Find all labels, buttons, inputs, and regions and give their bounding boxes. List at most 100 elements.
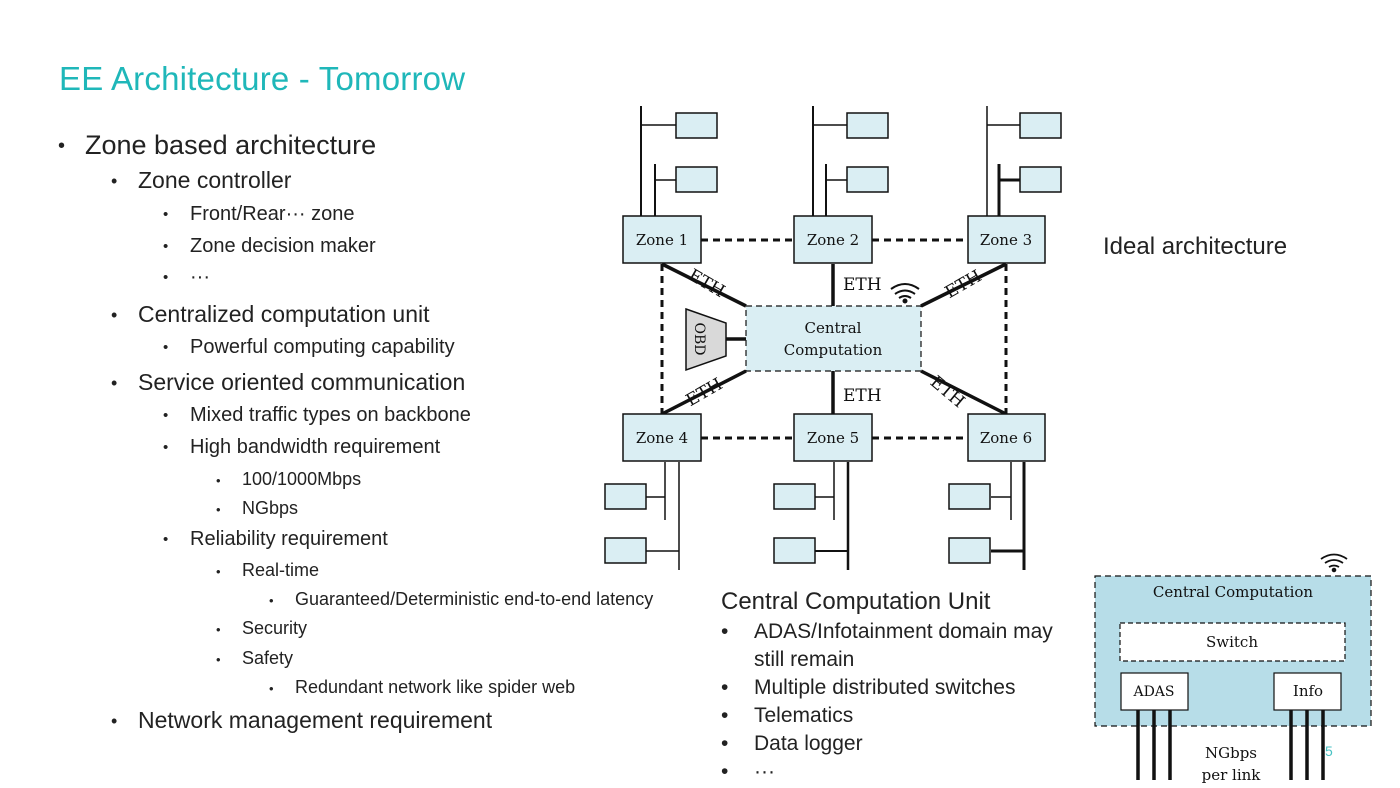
bullet-dot: • bbox=[721, 676, 729, 699]
obd-connector bbox=[685, 307, 727, 372]
zone-5-box bbox=[793, 413, 873, 462]
ccu-bullet-text: ··· bbox=[754, 760, 775, 783]
eth-label: ETH bbox=[683, 374, 726, 411]
zone-5-label: Zone 5 bbox=[807, 429, 859, 447]
ecu-box bbox=[948, 483, 991, 510]
bullet-dot: • bbox=[163, 206, 169, 224]
bullet-text: Zone decision maker bbox=[190, 235, 376, 257]
bullet-dot: • bbox=[269, 680, 274, 696]
central-label-line2: Computation bbox=[784, 341, 883, 359]
obd-label: OBD bbox=[691, 323, 707, 356]
zone-2-label: Zone 2 bbox=[807, 231, 859, 249]
bullet-dot: • bbox=[111, 171, 118, 192]
zone-1-box bbox=[622, 215, 702, 264]
ecu-box bbox=[675, 166, 718, 193]
bullet-item: • Redundant network like spider web bbox=[269, 677, 575, 698]
bullet-dot: • bbox=[216, 621, 221, 637]
eth-label: ETH bbox=[942, 266, 985, 303]
bullet-text: Front/Rear··· zone bbox=[190, 203, 355, 225]
bullet-item: •Mixed traffic types on backbone bbox=[163, 404, 471, 427]
ecu-box bbox=[604, 483, 647, 510]
ccu-section: Central Computation Unit bbox=[721, 588, 990, 616]
bullet-dot: • bbox=[111, 711, 118, 732]
ecu-box bbox=[846, 112, 889, 139]
zone-3-label: Zone 3 bbox=[980, 231, 1032, 249]
bullet-text: Redundant network like spider web bbox=[295, 677, 576, 697]
zone-2-box bbox=[793, 215, 873, 264]
ecu-box bbox=[846, 166, 889, 193]
bullet-dot: • bbox=[163, 269, 169, 287]
wifi-icon bbox=[890, 283, 920, 304]
zone-4-box bbox=[622, 413, 702, 462]
bullet-item: • High bandwidth requirement bbox=[163, 436, 440, 459]
bullet-item: • Service oriented communication bbox=[111, 369, 465, 396]
bullet-text: High bandwidth requirement bbox=[190, 436, 441, 458]
bullet-dot: • bbox=[163, 531, 169, 549]
ccu-bullet-text: Telematics bbox=[754, 704, 854, 727]
bullet-item: • Network management requirement bbox=[111, 707, 492, 734]
bullet-text: 100/1000Mbps bbox=[242, 469, 362, 489]
bullet-dot: • bbox=[216, 563, 221, 579]
zone-3-box bbox=[967, 215, 1046, 264]
ccu-bullet-text: Multiple distributed switches bbox=[754, 676, 1016, 699]
zone-6-label: Zone 6 bbox=[980, 429, 1032, 447]
bullet-item: • Zone decision maker bbox=[163, 235, 376, 258]
eth-label: ETH bbox=[843, 275, 882, 295]
bullet-item: •Powerful computing capability bbox=[163, 336, 455, 359]
bullet-dot: • bbox=[721, 732, 729, 755]
zone-4-label: Zone 4 bbox=[636, 429, 688, 447]
bullet-item: • Zone based architecture bbox=[58, 130, 376, 161]
ccu-bullet-item: • ADAS/Infotainment domain may bbox=[721, 620, 1053, 644]
ccu-bullet-item: • ··· bbox=[721, 760, 775, 784]
bullet-text: Centralized computation unit bbox=[138, 301, 430, 327]
ngbps-note: NGbps bbox=[1205, 744, 1257, 762]
bullet-text: NGbps bbox=[242, 498, 299, 518]
ccu-bullet-item: • Telematics bbox=[721, 704, 853, 728]
page-number: 5 bbox=[1325, 743, 1333, 759]
bullet-dot: • bbox=[58, 135, 66, 158]
bullet-dot: • bbox=[111, 305, 118, 326]
ccu-bullet-text: Data logger bbox=[754, 732, 863, 755]
bullet-item: • Zone controller bbox=[111, 167, 291, 194]
bullet-item: • Security bbox=[216, 618, 307, 639]
ccu-bullet-text: ADAS/Infotainment domain may bbox=[754, 620, 1053, 643]
eth-label: ETH bbox=[843, 386, 882, 406]
adas-label: ADAS bbox=[1132, 684, 1174, 700]
bullet-dot: • bbox=[163, 439, 169, 457]
bullet-text: Zone based architecture bbox=[85, 130, 377, 160]
bullet-item: • 100/1000Mbps bbox=[216, 469, 361, 490]
bullet-text: Reliability requirement bbox=[190, 528, 388, 550]
ecu-box bbox=[948, 537, 991, 564]
bullet-text: Guaranteed/Deterministic end-to-end late… bbox=[295, 589, 654, 609]
bullet-text: Zone controller bbox=[138, 167, 292, 193]
bullet-text: Real-time bbox=[242, 560, 320, 580]
bullet-text: Security bbox=[242, 618, 308, 638]
switch-label: Switch bbox=[1206, 633, 1258, 651]
ccu-bullet-text: still remain bbox=[754, 648, 855, 671]
bullet-text: Network management requirement bbox=[138, 707, 493, 733]
bullet-dot: • bbox=[216, 472, 221, 488]
ecu-box bbox=[675, 112, 718, 139]
zone-1-label: Zone 1 bbox=[636, 231, 688, 249]
ccu-section-title: Central Computation Unit bbox=[721, 588, 991, 615]
bullet-dot: • bbox=[163, 339, 169, 357]
bullet-dot: • bbox=[721, 704, 729, 727]
bullet-item: • Front/Rear··· zone bbox=[163, 203, 355, 226]
central-label-line1: Central bbox=[805, 319, 862, 337]
bullet-dot: • bbox=[163, 407, 169, 425]
bullet-item: • Real-time bbox=[216, 560, 319, 581]
bullet-dot: • bbox=[216, 651, 221, 667]
bullet-dot: • bbox=[111, 373, 118, 394]
bullet-dot: • bbox=[163, 238, 169, 256]
bullet-dot: • bbox=[721, 760, 729, 783]
bullet-dot: • bbox=[721, 620, 729, 643]
ccu-bullet-item: still remain bbox=[754, 648, 854, 672]
bullet-text: Service oriented communication bbox=[138, 369, 466, 395]
adas-box bbox=[1120, 672, 1189, 711]
central-computation-box bbox=[745, 305, 922, 372]
ideal-architecture-label: Ideal architecture bbox=[1103, 233, 1288, 260]
info-box bbox=[1273, 672, 1342, 711]
eth-label: ETH bbox=[685, 265, 728, 302]
slide-title: EE Architecture - Tomorrow bbox=[59, 60, 466, 97]
